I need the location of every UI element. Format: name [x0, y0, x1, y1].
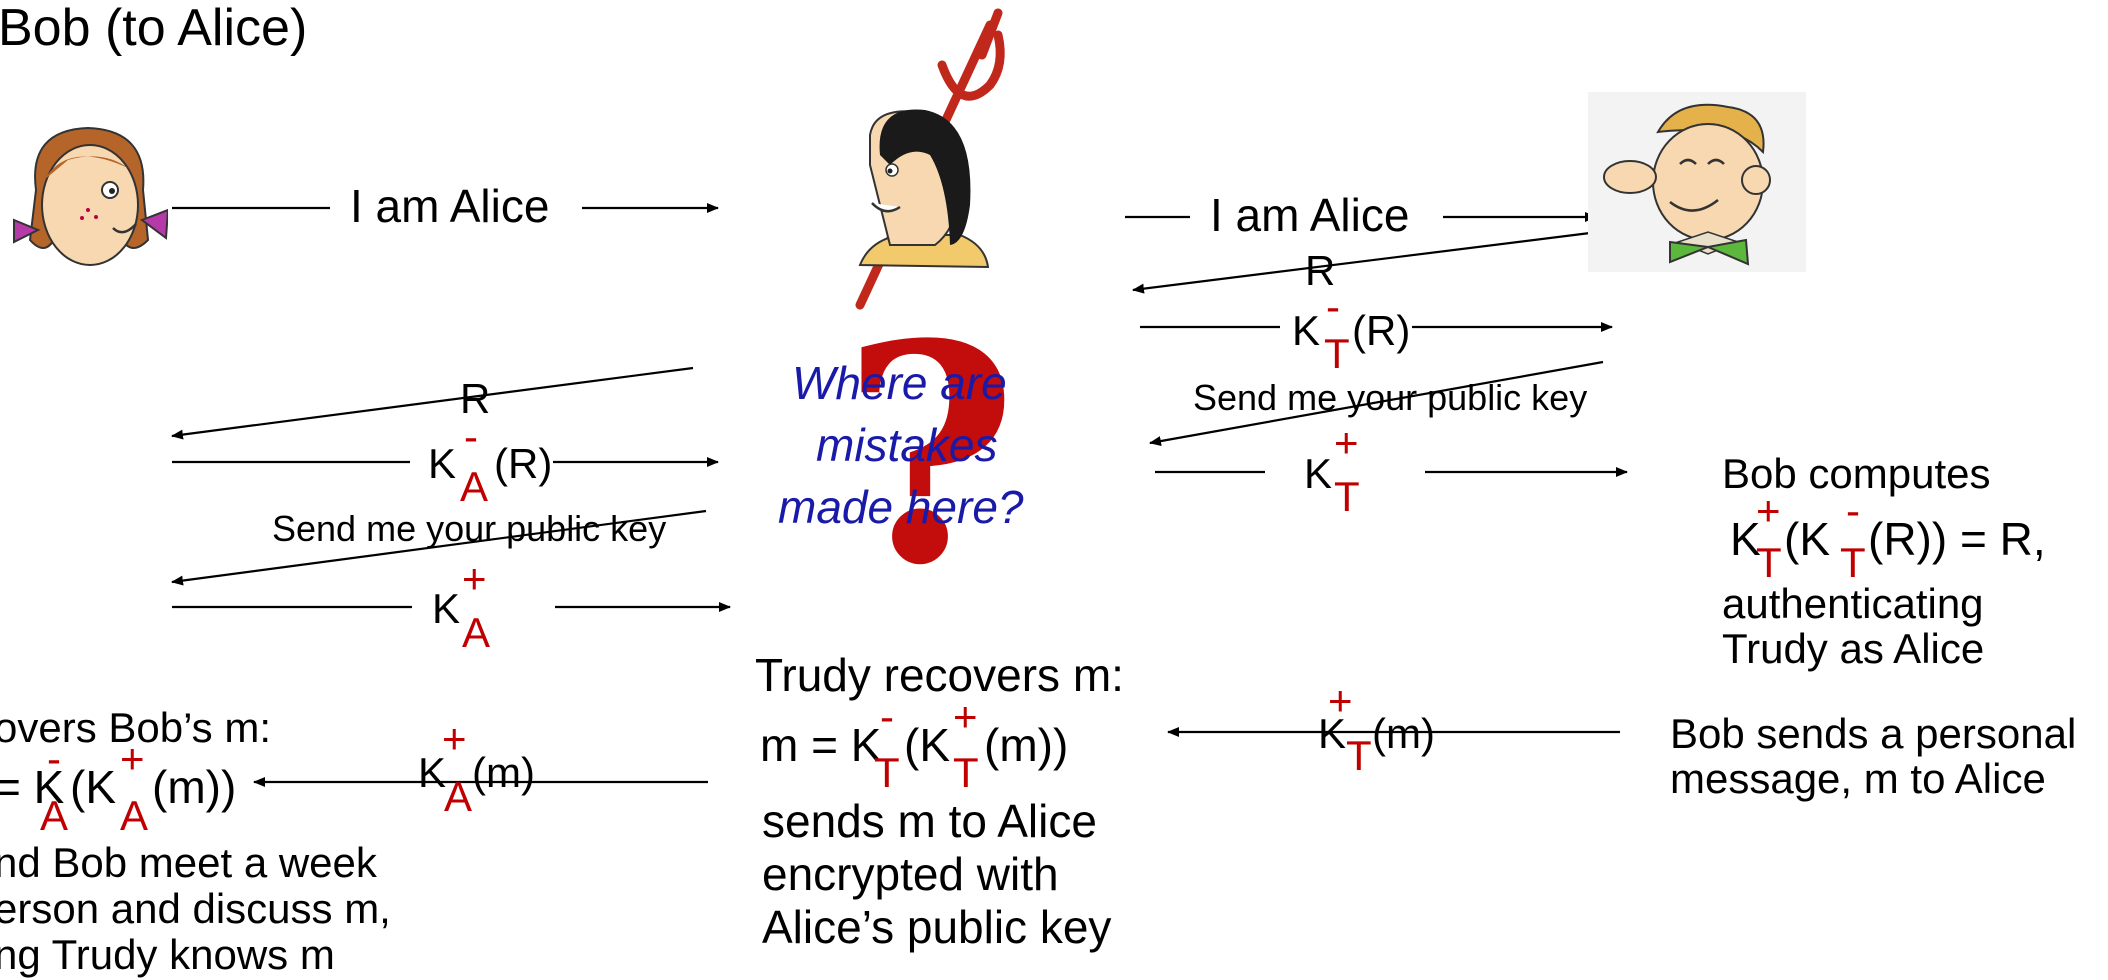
- page-title: Bob (to Alice): [0, 0, 308, 57]
- key-k-4: K: [432, 585, 461, 632]
- trudy-note-line-3: sends m to Alice: [762, 795, 1097, 847]
- alice-formula-pre: = K: [0, 761, 65, 813]
- question-line-1: Where are: [792, 357, 1007, 409]
- key-arg-r-1: (R): [1352, 307, 1411, 354]
- bob-formula-sub-t2: T: [1840, 539, 1866, 586]
- bob-formula-minus: -: [1846, 487, 1860, 534]
- key-k-6: K: [418, 749, 447, 796]
- arrow-bob-to-trudy-r: [1132, 231, 1591, 294]
- key-sub-t-2: T: [1334, 473, 1360, 520]
- arrow-bob-to-trudy-sendkey: [1149, 360, 1604, 446]
- alice-formula-plus: +: [120, 735, 145, 782]
- key-arg-r-3: (R): [494, 440, 553, 487]
- trudy-note-line-1: Trudy recovers m:: [755, 649, 1124, 701]
- alice-note-line-3: nd Bob meet a week: [0, 839, 377, 886]
- key-sub-t-5: T: [1346, 732, 1372, 779]
- trudy-formula-pre: m = K: [760, 719, 882, 771]
- key-sup-plus-2: +: [1334, 419, 1359, 466]
- alice-icon: [13, 126, 168, 266]
- bob-formula-post: (R)) = R,: [1868, 513, 2046, 565]
- bob-formula-plus: +: [1756, 487, 1781, 534]
- trudy-formula-sub-t1: T: [874, 749, 900, 796]
- bob-sends-line-2: message, m to Alice: [1670, 755, 2046, 802]
- trudy-formula-mid: (K: [904, 719, 950, 771]
- bob-computes-line-3: authenticating: [1722, 580, 1984, 627]
- arrow-trudy-to-alice-r: [171, 366, 694, 440]
- bob-sends-line-1: Bob sends a personal: [1670, 710, 2077, 757]
- key-sup-minus-3: -: [464, 413, 478, 460]
- trudy-formula-plus: +: [953, 693, 978, 740]
- trudy-formula-post: (m)): [984, 719, 1069, 771]
- key-arg-m-5: (m): [1372, 710, 1435, 757]
- key-sub-a-4: A: [462, 609, 491, 656]
- trudy-icon: [855, 8, 1005, 310]
- alice-note-line-1: overs Bob’s m:: [0, 704, 271, 751]
- key-sub-t-1: T: [1324, 330, 1350, 377]
- question-line-2: mistakes: [816, 419, 998, 471]
- bob-computes-line-1: Bob computes: [1722, 450, 1991, 497]
- key-sub-a-6: A: [444, 773, 473, 820]
- key-k-2: K: [1304, 450, 1333, 497]
- alice-formula-sub-a2: A: [120, 792, 149, 839]
- question-line-3: made here?: [778, 481, 1024, 533]
- key-k-1: K: [1292, 307, 1321, 354]
- key-arg-m-6: (m): [472, 749, 535, 796]
- bob-formula-mid: (K: [1784, 513, 1830, 565]
- key-sup-plus-5: +: [1328, 677, 1353, 724]
- msg-nonce-r-1: R: [1305, 247, 1336, 294]
- trudy-formula-sub-t2: T: [953, 749, 979, 796]
- alice-formula-post: (m)): [152, 761, 237, 813]
- msg-send-key-2: Send me your public key: [272, 508, 667, 549]
- alice-formula-mid: (K: [70, 761, 116, 813]
- msg-nonce-r-2: R: [460, 375, 491, 422]
- trudy-formula-minus: -: [880, 693, 894, 740]
- alice-note-line-4: erson and discuss m,: [0, 885, 391, 932]
- key-k-3: K: [428, 440, 457, 487]
- msg-iam-alice-1: I am Alice: [350, 180, 550, 232]
- alice-formula-sub-a1: A: [40, 792, 69, 839]
- bob-computes-line-4: Trudy as Alice: [1722, 625, 1985, 672]
- trudy-note-line-4: encrypted with: [762, 848, 1059, 900]
- key-k-5: K: [1318, 710, 1347, 757]
- msg-send-key-1: Send me your public key: [1193, 377, 1588, 418]
- arrow-trudy-to-alice-sendkey: [171, 509, 707, 586]
- bob-icon: [1588, 92, 1806, 272]
- msg-iam-alice-2: I am Alice: [1210, 189, 1410, 241]
- question-mark-icon: ?: [842, 278, 1018, 631]
- alice-note-line-5: ng Trudy knows m: [0, 931, 335, 978]
- key-sup-minus-1: -: [1326, 283, 1340, 330]
- key-sup-plus-6: +: [442, 715, 467, 762]
- alice-formula-minus: -: [47, 735, 61, 782]
- trudy-note-line-5: Alice’s public key: [762, 901, 1112, 953]
- bob-formula-sub-t1: T: [1756, 539, 1782, 586]
- key-sub-a-3: A: [460, 463, 489, 510]
- key-sup-plus-4: +: [462, 555, 487, 602]
- bob-formula-k: K: [1730, 513, 1761, 565]
